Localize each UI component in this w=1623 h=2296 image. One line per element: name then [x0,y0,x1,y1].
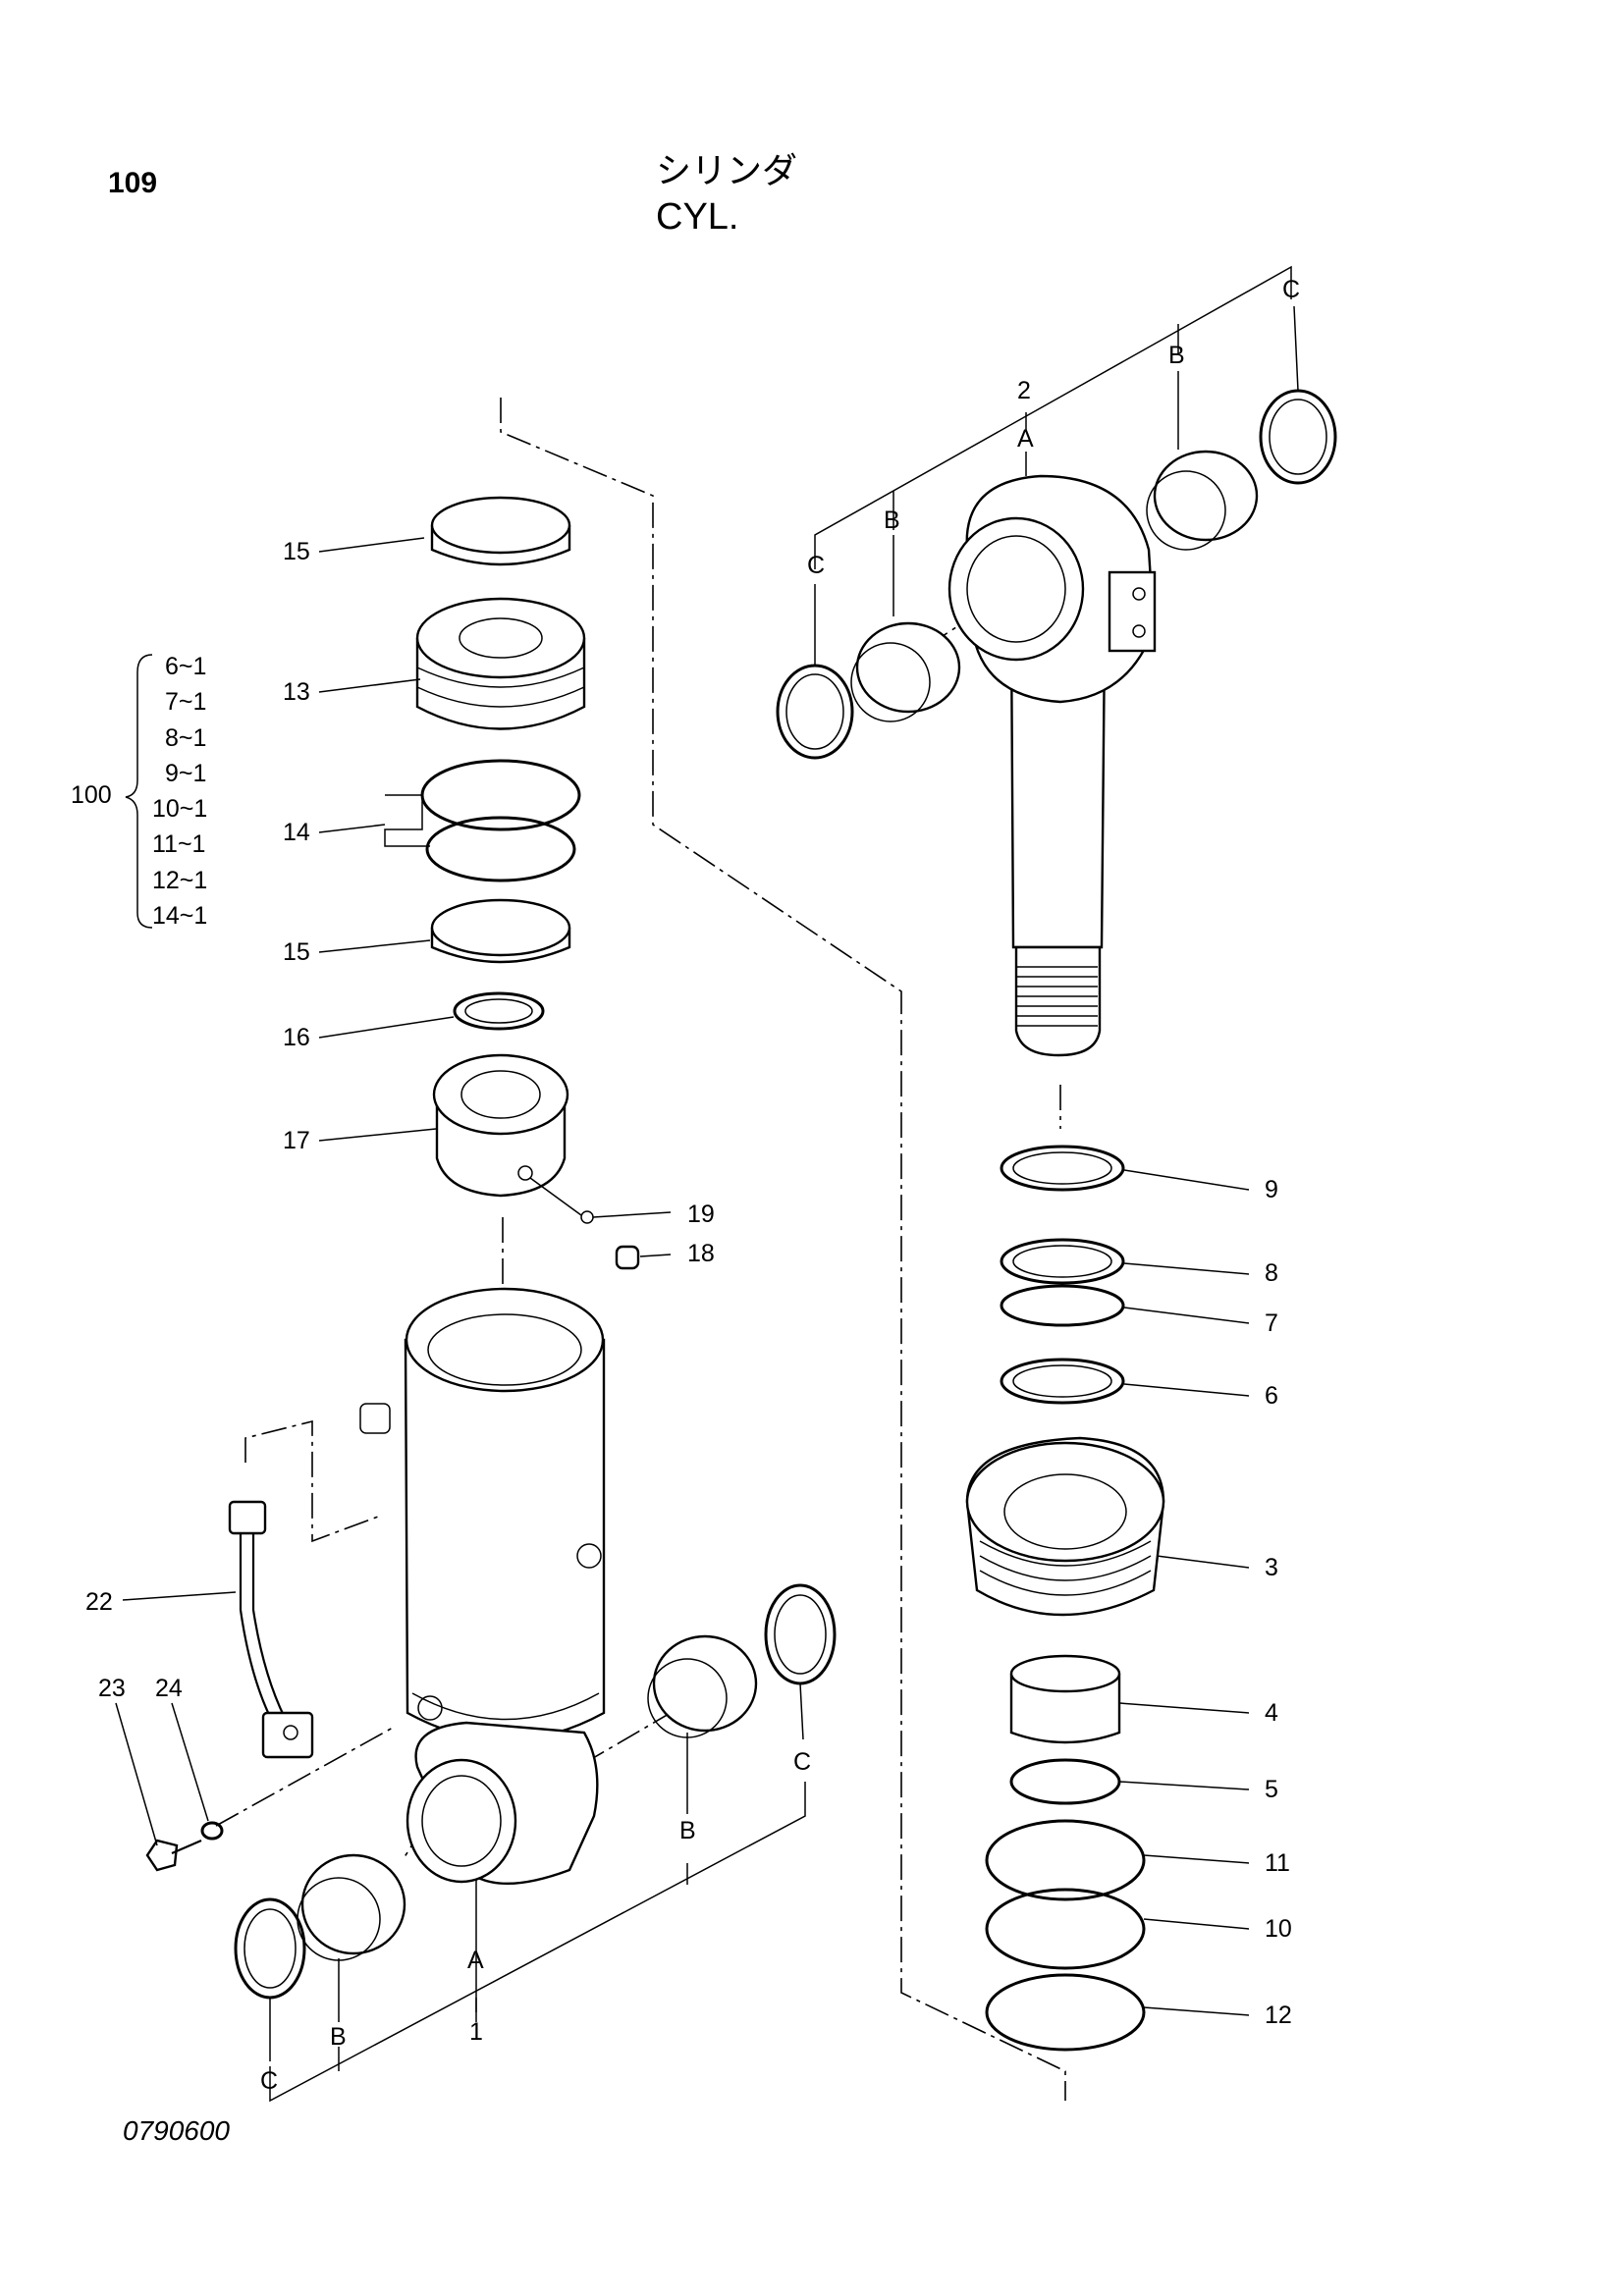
page-number: 109 [108,167,158,199]
callout-14: 14 [283,819,310,846]
kit-member: 9~1 [165,760,206,787]
callout-5: 5 [1265,1776,1278,1803]
callout-3: 3 [1265,1554,1278,1581]
letter-b-tube-right: B [679,1817,696,1844]
title-english: CYL. [656,196,739,238]
ring-5 [1009,1758,1121,1805]
washer-24 [200,1821,224,1841]
callout-10: 10 [1265,1915,1292,1943]
callout-17: 17 [283,1127,310,1154]
callout-6: 6 [1265,1382,1278,1410]
kit-member: 14~1 [152,902,207,930]
callout-1: 1 [469,2018,483,2046]
wear-ring-15-bottom [430,898,571,964]
ball-19 [580,1210,594,1224]
letter-c-rod-right: C [1282,276,1300,303]
callout-9: 9 [1265,1176,1278,1203]
bracket-lower-tube [269,1782,806,2103]
bushing-b-upper-left [850,621,961,722]
callout-16: 16 [283,1024,310,1051]
kit-member: 10~1 [152,795,207,823]
callout-22: 22 [85,1588,113,1616]
bracket-upper-rod [814,265,1292,569]
rod-cover-3 [965,1436,1165,1617]
letter-c-tube-left: C [260,2067,278,2095]
callout-8: 8 [1265,1259,1278,1287]
letter-b-rod-right: B [1168,342,1185,369]
seal-c-lower-right [764,1583,837,1685]
letter-a-rod: A [1017,425,1034,453]
kit-member: 7~1 [165,688,206,716]
kit-member: 8~1 [165,724,206,752]
ring-12 [985,1973,1146,2052]
callout-19: 19 [687,1201,715,1228]
callout-2: 2 [1017,377,1031,404]
seal-c-upper-right [1259,389,1337,485]
seal-c-lower-left [234,1897,306,2000]
repair-kit-list: 100 6~1 7~1 8~1 9~1 10~1 11~1 12~1 14~1 [71,653,207,930]
bushing-b-lower-right [647,1634,758,1738]
ring-10 [985,1888,1146,1970]
bolt-23 [145,1839,202,1872]
seal-6 [1000,1358,1125,1405]
title-japanese: シリンダ [656,151,798,191]
washer-16 [453,991,545,1031]
callout-24: 24 [155,1675,183,1702]
callout-numbers: 15 13 14 15 16 17 19 18 9 8 7 6 3 4 5 11… [85,377,1292,2046]
centerline-left-stack [500,398,1066,2101]
callout-7: 7 [1265,1309,1278,1337]
callout-11: 11 [1265,1849,1290,1877]
kit-label: 100 [71,781,112,809]
wear-ring-15-top [430,496,571,566]
seal-8 [1000,1238,1125,1285]
bushing-4 [1009,1654,1121,1744]
bushing-b-lower-left [297,1853,406,1961]
seal-7 [1000,1284,1125,1327]
callout-23: 23 [98,1675,126,1702]
piston-13 [415,597,586,730]
plug-18 [615,1245,640,1270]
nut-17 [432,1053,569,1198]
letter-b-tube-left: B [330,2023,347,2051]
pipe-routing-dashed [244,1419,379,1543]
callout-13: 13 [283,678,310,706]
kit-brace [125,654,153,929]
seal-ring-14 [420,759,581,882]
callout-15-bottom: 15 [283,938,310,966]
kit-member: 11~1 [152,830,205,858]
ring-11 [985,1819,1146,1901]
leader-lines [115,305,1299,2061]
kit-member: 12~1 [152,867,207,894]
letter-c-rod-left: C [807,552,825,579]
drawing-number: 0790600 [123,2115,231,2146]
seal-9 [1000,1145,1125,1192]
kit-member: 6~1 [165,653,206,680]
letter-a-tube: A [467,1947,484,1974]
callout-12: 12 [1265,2002,1292,2029]
reference-letters: A B C B C A B C B C [260,276,1300,2095]
seal-c-upper-left [776,664,854,760]
cylinder-tube-1 [359,1287,606,1885]
letter-c-tube-right: C [793,1748,811,1776]
bushing-b-upper-right [1146,450,1259,551]
pipe-22 [228,1500,314,1759]
letter-b-rod-left: B [884,507,900,534]
callout-18: 18 [687,1240,715,1267]
piston-rod-2 [947,474,1157,1057]
callout-15-top: 15 [283,538,310,565]
bolt-centerline [215,1727,394,1827]
callout-4: 4 [1265,1699,1278,1727]
